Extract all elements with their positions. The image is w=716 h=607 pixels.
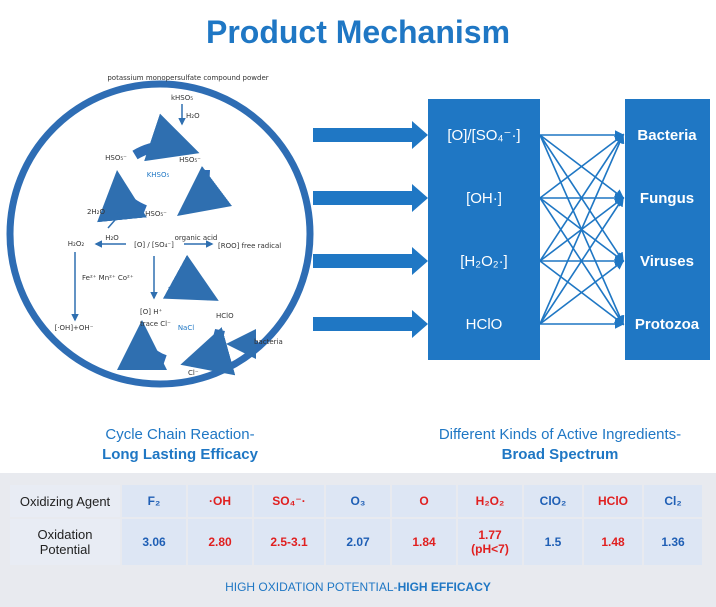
potential-value: 1.36 [644,519,702,565]
ingredient-1: [O]/[SO₄⁻·] [447,127,520,144]
label-nacl: NaCl [178,324,194,332]
label-trace-cl: trace Cl⁻ [140,320,171,328]
thin-arrow-2h2o [107,210,123,229]
caption-right-line1: Different Kinds of Active Ingredients- [438,426,682,443]
potential-value: 2.07 [326,519,390,565]
potential-value: 3.06 [122,519,186,565]
footer-tagline: HIGH OXIDATION POTENTIAL-HIGH EFFICACY [0,580,716,594]
label-o-so4: [O] / [SO₄⁻] [134,241,174,249]
label-o-h: [O] H⁺ [140,308,162,316]
agent-name: ·OH [188,485,252,517]
label-cl-minus: Cl⁻ [188,369,199,377]
oxidation-table: Oxidizing Agent F₂ ·OH SO₄⁻· O₃ O H₂O₂ C… [8,483,704,567]
label-hso5-bottom: HSO₅⁻ [145,210,167,218]
cycle-arrow-6 [117,320,168,371]
feed-arrow-3 [313,247,428,275]
agent-name: F₂ [122,485,186,517]
label-hso5-left: HSO₅⁻ [105,154,127,162]
target-1: Bacteria [637,127,697,144]
oxidation-table-panel: Oxidizing Agent F₂ ·OH SO₄⁻· O₃ O H₂O₂ C… [0,473,716,607]
feed-arrows [313,121,428,338]
ingredient-box [428,99,540,360]
cycle-arrow-1 [132,113,200,162]
label-metals: Fe²⁺ Mn²⁺ Co²⁺ [82,274,134,282]
potential-value: 1.48 [584,519,642,565]
agent-name: H₂O₂ [458,485,522,517]
label-h2o2: H₂O₂ [68,240,85,248]
table-row-agents: Oxidizing Agent F₂ ·OH SO₄⁻· O₃ O H₂O₂ C… [10,485,702,517]
label-roo: [ROO] free radical [218,242,281,250]
caption-right-line2: Broad Spectrum [501,446,619,463]
agent-name: ClO₂ [524,485,582,517]
cycle-arrow-5 [180,327,236,376]
target-3: Viruses [640,253,694,270]
agent-name: O [392,485,456,517]
cycle-arrow-4 [162,254,219,301]
feed-arrow-1 [313,121,428,149]
label-khso5-top: kHSO₅ [171,94,193,102]
caption-right: Different Kinds of Active Ingredients- B… [410,425,710,465]
agent-name: O₃ [326,485,390,517]
label-bacteria: bacteria [254,338,283,346]
agent-name: HClO [584,485,642,517]
row-header-potential: Oxidation Potential [10,519,120,565]
row-header-agent: Oxidizing Agent [10,485,120,517]
target-box [625,99,710,360]
mechanism-diagram: potassium monopersulfate compound powder… [6,74,710,388]
ingredient-4: HClO [466,316,503,333]
label-source: potassium monopersulfate compound powder [107,74,268,82]
potential-value: 2.5-3.1 [254,519,324,565]
potential-value-h2o2: 1.77 (pH<7) [458,519,522,565]
feed-arrow-4 [313,310,428,338]
target-2: Fungus [640,190,694,207]
potential-value: 1.77 [478,528,502,542]
page-title: Product Mechanism [205,14,511,50]
potential-value: 2.80 [188,519,252,565]
caption-left-line2: Long Lasting Efficacy [102,446,258,463]
agent-name: Cl₂ [644,485,702,517]
potential-note: (pH<7) [471,542,509,556]
label-hclo: HClO [216,312,234,320]
label-2h2o: 2H₂O [87,208,106,216]
reaction-circle [6,80,314,388]
footer-bold: HIGH EFFICACY [397,580,491,594]
potential-value: 1.84 [392,519,456,565]
label-h2o-top: H₂O [186,112,200,120]
table-row-potentials: Oxidation Potential 3.06 2.80 2.5-3.1 2.… [10,519,702,565]
potential-value: 1.5 [524,519,582,565]
label-hso5-right: HSO₅⁻ [179,156,201,164]
ingredient-2: [OH·] [466,190,502,207]
label-h2o-mid: H₂O [105,234,119,242]
agent-name: SO₄⁻· [254,485,324,517]
cross-arrows [539,130,625,329]
cycle-arrow-3 [97,170,148,223]
ingredient-3: [H₂O₂·] [460,253,507,270]
caption-left-line1: Cycle Chain Reaction- [105,426,255,443]
footer-normal: HIGH OXIDATION POTENTIAL- [225,580,398,594]
cycle-arrow-2 [177,165,232,217]
feed-arrow-2 [313,184,428,212]
caption-left: Cycle Chain Reaction- Long Lasting Effic… [60,425,300,465]
label-khso5-center: KHSO₅ [147,171,170,179]
label-organic-acid: organic acid [175,234,218,242]
label-oh-pair: [·OH]+OH⁻ [55,324,94,332]
target-4: Protozoa [635,316,700,333]
